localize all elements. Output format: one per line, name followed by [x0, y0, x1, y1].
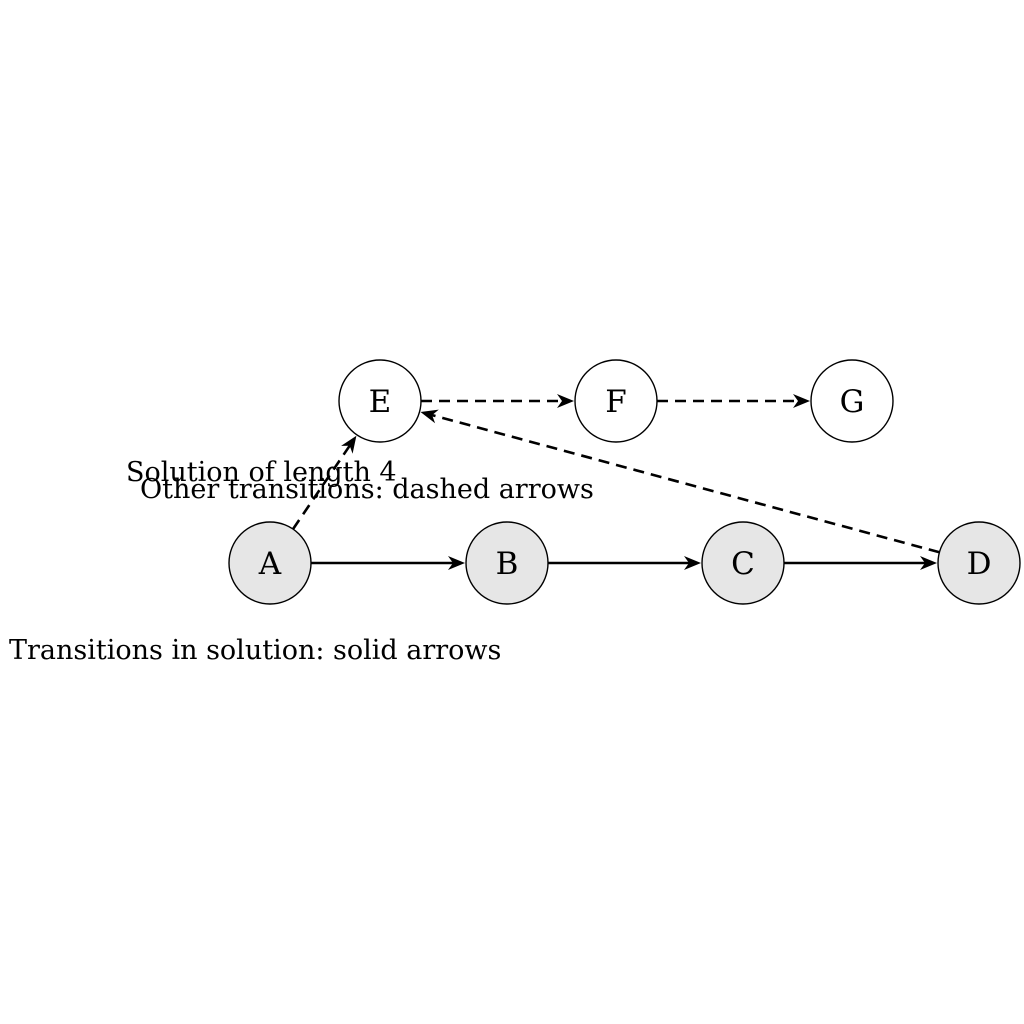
node-b: B [465, 521, 549, 605]
edge-a-to-e [291, 435, 357, 530]
node-label: B [496, 546, 519, 582]
arrowhead-icon [341, 435, 357, 454]
annotation-other-transitions: Other transitions: dashed arrows [140, 474, 594, 505]
node-label: A [258, 546, 282, 582]
node-c: C [701, 521, 785, 605]
node-circle [701, 521, 785, 605]
node-circle [937, 521, 1021, 605]
node-label: G [840, 384, 865, 420]
node-label: E [369, 384, 392, 420]
arrowhead-icon [920, 556, 937, 570]
arrowhead-icon [557, 394, 574, 408]
edge-line [431, 413, 940, 554]
edge-c-to-d [784, 556, 937, 570]
arrowhead-icon [420, 409, 439, 424]
nodes-layer: A B C D E F G [228, 359, 1021, 605]
node-label: F [605, 384, 627, 420]
arrowhead-icon [793, 394, 810, 408]
node-circle [338, 359, 422, 443]
edge-d-to-e [420, 409, 940, 554]
node-label: C [731, 546, 755, 582]
arrowhead-icon [684, 556, 701, 570]
annotations-layer: Solution of length 4 Other transitions: … [9, 457, 594, 666]
node-circle [228, 521, 312, 605]
edge-a-to-b [311, 556, 465, 570]
node-f: F [574, 359, 658, 443]
node-g: G [810, 359, 894, 443]
edge-b-to-c [548, 556, 701, 570]
node-circle [465, 521, 549, 605]
node-circle [810, 359, 894, 443]
node-circle [574, 359, 658, 443]
edge-f-to-g [657, 394, 810, 408]
edge-e-to-f [421, 394, 574, 408]
node-e: E [338, 359, 422, 443]
node-d: D [937, 521, 1021, 605]
edges-layer [291, 394, 940, 570]
node-label: D [967, 546, 992, 582]
arrowhead-icon [448, 556, 465, 570]
node-a: A [228, 521, 312, 605]
annotation-solution-transitions: Transitions in solution: solid arrows [9, 635, 501, 666]
annotation-solution-length: Solution of length 4 [126, 457, 397, 488]
